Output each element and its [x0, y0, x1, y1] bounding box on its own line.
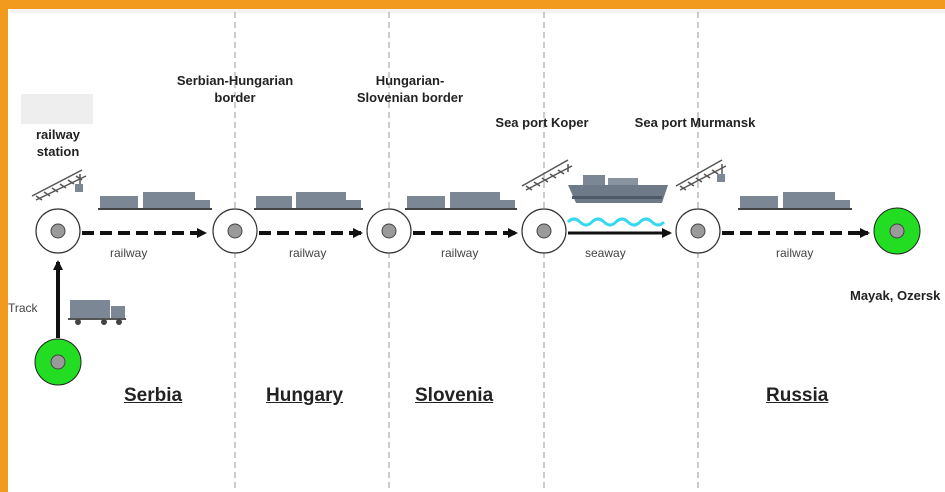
frame-left-bar: [0, 0, 8, 492]
seaway-label: seaway: [585, 246, 626, 260]
end-endpoint-icon: [873, 207, 921, 255]
frame-top-bar: [0, 0, 945, 9]
destination-label: Mayak, Ozersk: [850, 288, 941, 303]
country-serbia: Serbia: [124, 385, 183, 406]
serbian-hungarian-border-label: Serbian-Hungarian border: [176, 73, 294, 105]
node-hs-border-icon: [366, 208, 412, 254]
blank-label-box: [21, 94, 93, 124]
sea-port-koper-label: Sea port Koper: [495, 115, 589, 130]
country-russia: Russia: [766, 385, 829, 406]
start-endpoint-icon: [34, 338, 82, 386]
country-hungary: Hungary: [266, 385, 344, 406]
crane-icon-station: [31, 169, 87, 201]
track-label: Track: [8, 301, 38, 315]
crane-icon-murmansk: [675, 159, 727, 191]
freight-train-icon-2: [254, 192, 363, 210]
hungarian-slovenian-border-label: Hungarian- Slovenian border: [356, 73, 464, 105]
node-koper-icon: [521, 208, 567, 254]
node-murmansk-icon: [675, 208, 721, 254]
freight-train-icon-4: [738, 192, 852, 210]
railway-label-1: railway: [110, 246, 148, 260]
node-station-icon: [35, 208, 81, 254]
railway-label-3: railway: [441, 246, 479, 260]
country-slovenia: Slovenia: [415, 385, 494, 406]
sea-port-murmansk-label: Sea port Murmansk: [634, 115, 756, 130]
railway-label-2: railway: [289, 246, 327, 260]
node-sh-border-icon: [212, 208, 258, 254]
faint-strip: [10, 9, 945, 13]
freight-train-icon-1: [98, 192, 212, 210]
water-wave: [566, 217, 666, 227]
freight-train-icon-3: [405, 192, 517, 210]
crane-icon-koper: [521, 159, 573, 191]
railway-label-4: railway: [776, 246, 814, 260]
truck-icon: [68, 300, 126, 325]
station-label: railway station: [35, 127, 81, 159]
cargo-ship-icon: [568, 175, 668, 203]
